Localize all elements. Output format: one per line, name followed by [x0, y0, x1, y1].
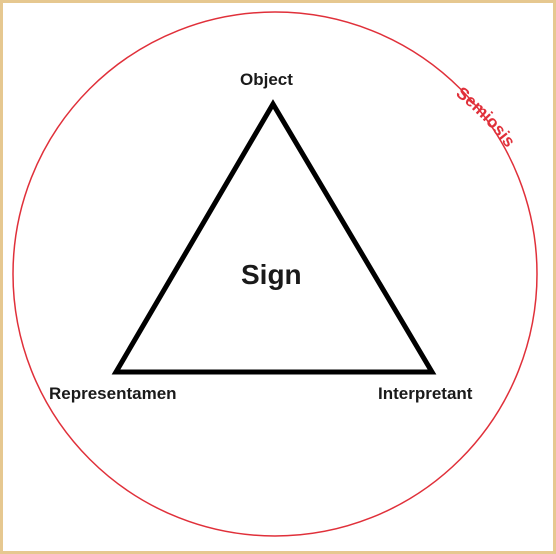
representamen-label: Representamen [49, 384, 177, 403]
semiosis-circle [12, 11, 538, 537]
semiosis-label: Semiosis [453, 83, 520, 151]
object-label: Object [240, 70, 293, 89]
semiotic-triangle-diagram: Semiosis [12, 11, 538, 537]
sign-label: Sign [241, 259, 302, 290]
interpretant-label: Interpretant [378, 384, 473, 403]
diagram-canvas: Semiosis Object Sign Representamen Inter… [3, 3, 553, 551]
sign-triangle [111, 99, 437, 375]
